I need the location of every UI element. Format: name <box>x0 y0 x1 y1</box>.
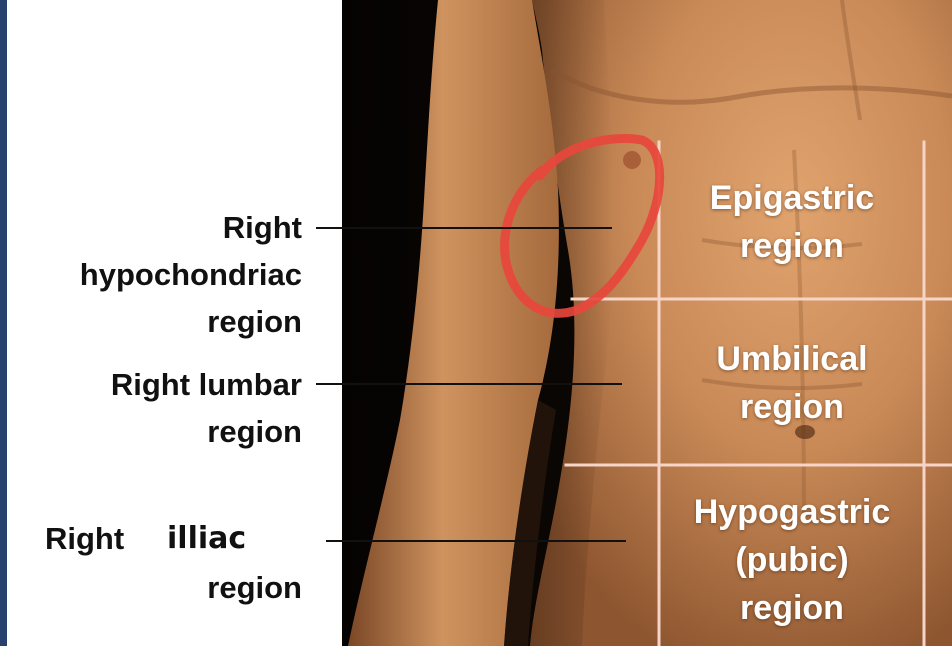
label-line: Hypogastric <box>693 493 891 531</box>
arm <box>348 0 559 646</box>
label-right-hypochondriac: Right hypochondriac region <box>80 204 302 345</box>
torso-side-shadow <box>530 0 613 646</box>
label-line: Right lumbar <box>110 367 302 402</box>
label-line: region <box>207 304 302 339</box>
label-line: (pubic) <box>735 541 849 579</box>
ab-contour-1 <box>701 238 863 251</box>
torso-photo <box>342 0 952 646</box>
leader-line-hypochondriac <box>316 227 612 229</box>
label-line: region <box>740 227 844 265</box>
umbilicus <box>795 425 815 439</box>
label-line: region <box>740 589 844 627</box>
ab-contour-2 <box>701 378 863 391</box>
label-right-lumbar: Right lumbar region <box>111 361 302 455</box>
label-line: region <box>740 388 844 426</box>
label-line: region <box>207 414 302 449</box>
leader-line-lumbar <box>316 383 622 385</box>
label-line: Right <box>222 210 302 245</box>
arm-edge-shadow <box>504 400 556 646</box>
label-epigastric-region: Epigastric region <box>672 174 912 270</box>
hand-drawn-circle <box>500 134 665 318</box>
label-umbilical-region: Umbilical region <box>672 335 912 431</box>
leader-line-iliac <box>326 540 626 542</box>
region-grid-lines <box>564 140 952 646</box>
pectoral-contour <box>550 67 952 105</box>
nipple <box>623 151 641 169</box>
label-line: Epigastric <box>709 179 875 217</box>
label-right-iliac-line2: region <box>207 570 302 605</box>
left-border-strip <box>0 0 7 646</box>
label-right-iliac-word1: Right <box>45 521 125 556</box>
label-line: Umbilical <box>716 340 868 378</box>
sternum-line <box>840 0 862 121</box>
label-hypogastric-region: Hypogastric (pubic) region <box>672 488 912 632</box>
label-line: hypochondriac <box>79 257 302 292</box>
label-right-iliac-word2: illiac <box>167 521 247 556</box>
